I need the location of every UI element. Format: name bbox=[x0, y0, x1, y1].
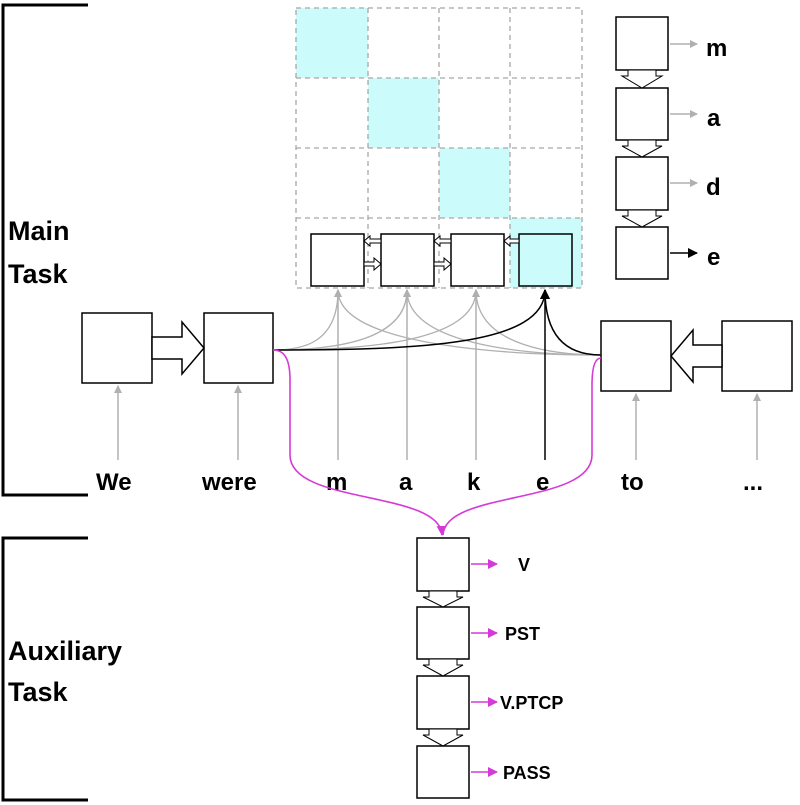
decoder-output-m: m bbox=[706, 35, 727, 62]
auxiliary-task-label-line1: Auxiliary bbox=[8, 636, 122, 666]
main-task-label-line1: Main bbox=[8, 216, 70, 246]
main-task-label-line2: Task bbox=[8, 259, 69, 289]
aux-tag-vptcp: V.PTCP bbox=[500, 693, 563, 713]
input-word-we: We bbox=[96, 469, 132, 496]
input-arrows bbox=[114, 289, 761, 460]
word-encoder bbox=[81, 312, 793, 392]
main-task-bracket bbox=[1, 3, 88, 497]
aux-tag-pst: PST bbox=[505, 624, 540, 644]
aux-tag-v: V bbox=[518, 555, 530, 575]
char-encoder bbox=[310, 233, 573, 287]
input-char-a: a bbox=[399, 469, 413, 496]
decoder-output-d: d bbox=[706, 174, 721, 201]
decoder-output-a: a bbox=[707, 105, 721, 132]
context-curves bbox=[272, 289, 602, 356]
input-word-ellipsis: ... bbox=[743, 469, 763, 496]
final-char-arrows bbox=[272, 289, 602, 460]
input-word-to: to bbox=[621, 469, 644, 496]
attention-matrix bbox=[295, 7, 583, 289]
input-word-were: were bbox=[201, 469, 257, 496]
decoder-output-e: e bbox=[707, 244, 720, 271]
input-char-k: k bbox=[467, 469, 481, 496]
decoder-column bbox=[615, 16, 698, 280]
tag-decoder bbox=[416, 537, 498, 799]
auxiliary-connectors bbox=[272, 349, 602, 536]
auxiliary-task-label-line2: Task bbox=[8, 677, 69, 707]
auxiliary-task-bracket bbox=[1, 536, 88, 802]
aux-tag-pass: PASS bbox=[503, 763, 551, 783]
